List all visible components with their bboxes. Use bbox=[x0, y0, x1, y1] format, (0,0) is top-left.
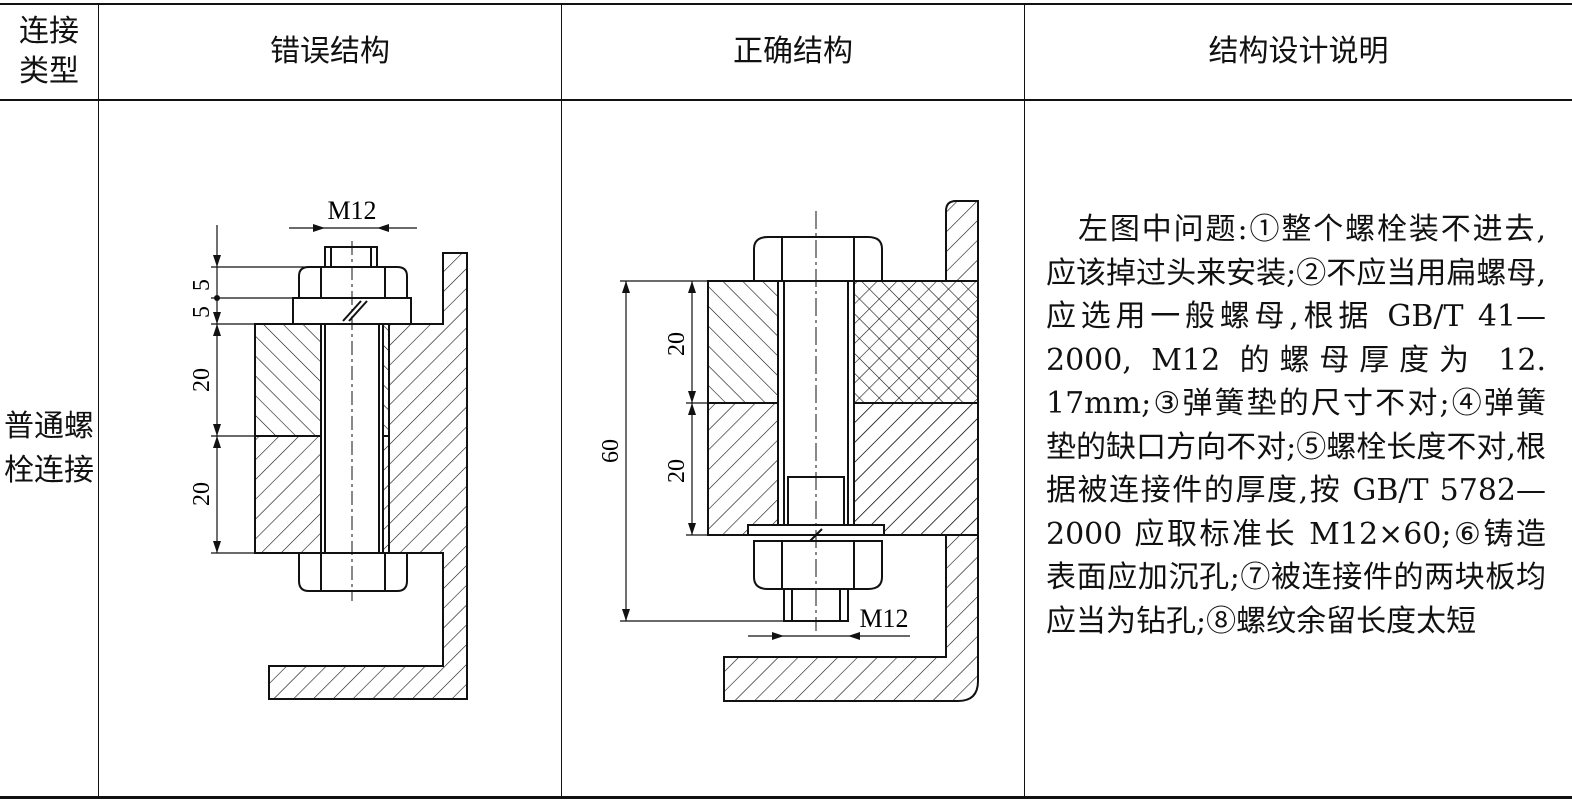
correct-dim-60: 60 bbox=[598, 439, 624, 463]
wrong-dim-20a: 20 bbox=[189, 368, 215, 392]
wrong-dim-20b: 20 bbox=[189, 482, 215, 506]
thread-end bbox=[324, 246, 378, 268]
bolt-head bbox=[298, 552, 408, 592]
header-correct-structure: 正确结构 bbox=[733, 34, 853, 69]
thin-nut bbox=[298, 266, 408, 299]
table-top-border bbox=[0, 3, 1572, 5]
column-divider-2 bbox=[561, 4, 562, 798]
correct-dim-20b: 20 bbox=[664, 459, 690, 483]
header-design-notes: 结构设计说明 bbox=[1208, 34, 1389, 69]
correct-thread-label: M12 bbox=[859, 604, 908, 633]
header-divider bbox=[0, 99, 1572, 101]
correct-dim-20a: 20 bbox=[664, 332, 690, 356]
wrong-dim-5b: 5 bbox=[189, 306, 215, 318]
column-divider-1 bbox=[98, 4, 99, 798]
bracket-section bbox=[268, 252, 468, 700]
table-bottom-border bbox=[0, 796, 1572, 799]
bolt-head bbox=[753, 236, 883, 282]
design-notes-text: 左图中问题:①整个螺栓装不进去,应该掉过头来安装;②不应当用扁螺母,应选用一般螺… bbox=[1046, 208, 1546, 643]
bolt-shank bbox=[320, 323, 384, 554]
column-divider-3 bbox=[1024, 4, 1025, 798]
header-wrong-structure: 错误结构 bbox=[270, 34, 390, 69]
hex-nut bbox=[753, 540, 883, 590]
header-connection-type: 连接 类型 bbox=[19, 14, 79, 89]
wrong-thread-label: M12 bbox=[327, 196, 376, 225]
wrong-structure-drawing: M12 5 5 20 20 bbox=[189, 196, 468, 700]
wrong-dim-5a: 5 bbox=[189, 279, 215, 291]
correct-structure-drawing: 60 20 20 M12 bbox=[598, 200, 979, 702]
design-notes-paragraph: 左图中问题:①整个螺栓装不进去,应该掉过头来安装;②不应当用扁螺母,应选用一般螺… bbox=[1046, 212, 1546, 639]
row-type-label: 普通螺 栓连接 bbox=[4, 409, 94, 488]
